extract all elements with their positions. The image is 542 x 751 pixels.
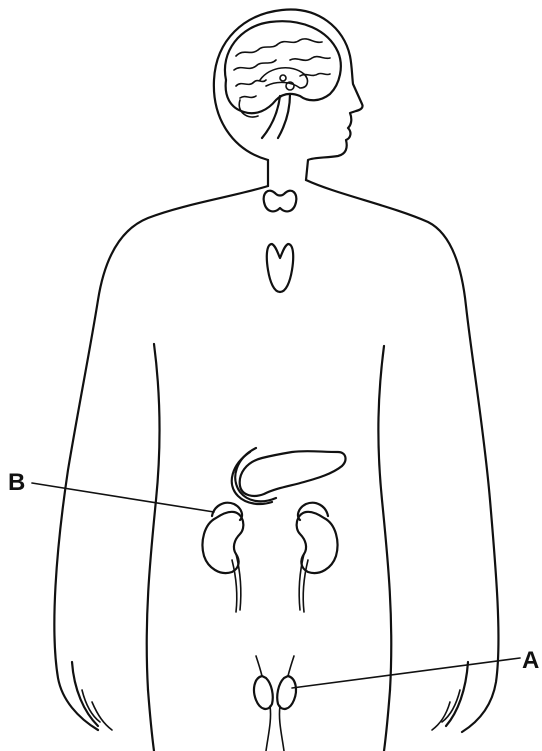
- leader-line-a: [292, 658, 520, 688]
- body-outline: [54, 10, 498, 751]
- right-kidney: [297, 512, 338, 612]
- pineal-gland: [280, 75, 286, 81]
- thymus-gland: [267, 244, 293, 292]
- gonads-a: [254, 656, 296, 751]
- leader-line-b: [32, 483, 214, 512]
- pancreas: [232, 448, 346, 504]
- label-a: A: [522, 647, 539, 674]
- thyroid-gland: [264, 191, 297, 212]
- left-kidney: [203, 512, 244, 612]
- brain: [225, 21, 341, 138]
- label-b: B: [8, 469, 25, 496]
